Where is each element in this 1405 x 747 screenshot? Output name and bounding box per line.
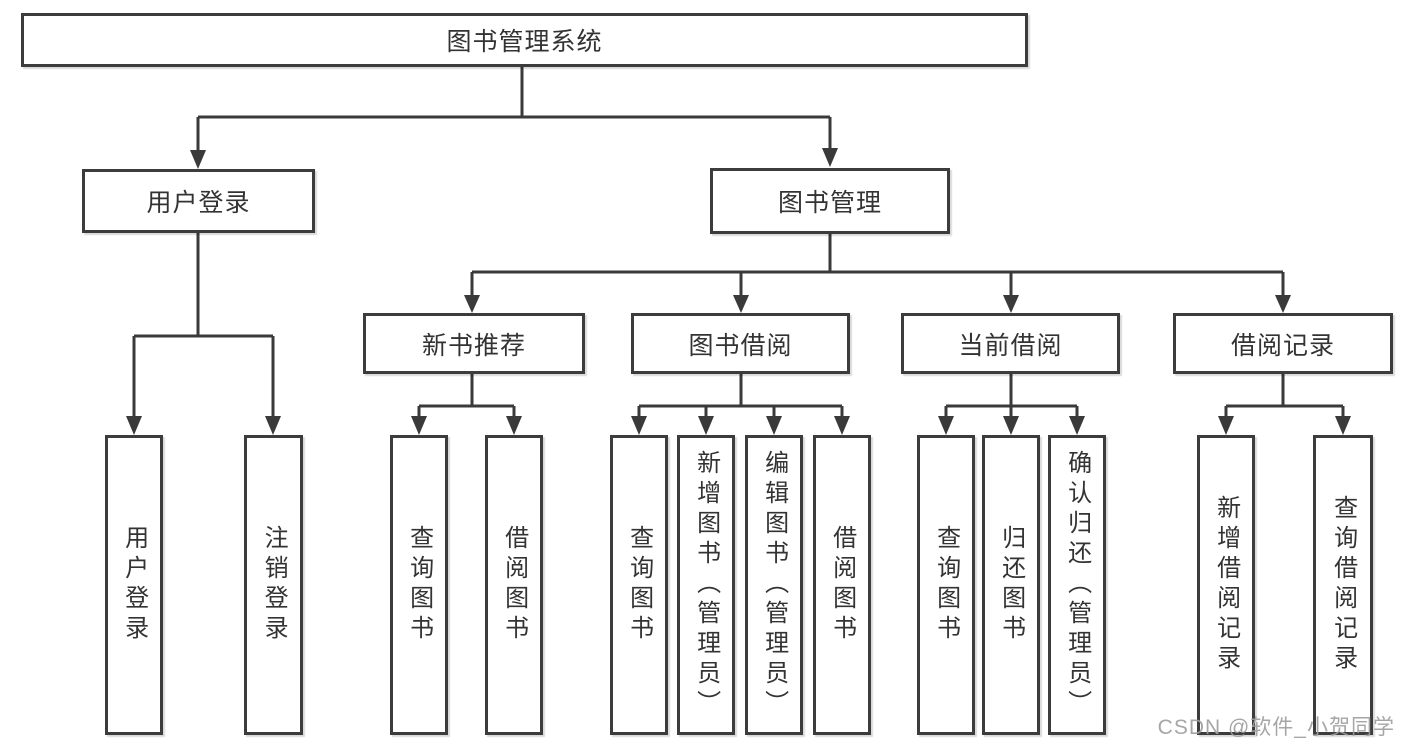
node-current-borrowing-label: 当前借阅	[958, 331, 1063, 360]
leaf-borrow-books: 借阅图书	[813, 435, 871, 735]
node-new-book-recommendation: 新书推荐	[363, 313, 585, 374]
leaf-user-login: 用户登录	[105, 435, 163, 735]
leaf-add-books-admin: 新增图书（管理员）	[677, 435, 735, 735]
leaf-confirm-return-admin: 确认归还（管理员）	[1048, 435, 1106, 735]
leaf-edit-books-admin: 编辑图书（管理员）	[745, 435, 803, 735]
node-user-login: 用户登录	[82, 169, 315, 233]
node-book-management: 图书管理	[710, 168, 950, 234]
tree-edges	[132, 67, 1345, 418]
node-user-login-label: 用户登录	[146, 189, 251, 217]
node-new-book-recommendation-label: 新书推荐	[421, 331, 526, 360]
leaf-query-books-current: 查询图书	[917, 435, 975, 735]
leaf-borrow-books-recommend: 借阅图书	[485, 435, 543, 735]
leaf-query-borrow-record: 查询借阅记录	[1313, 435, 1373, 735]
csdn-watermark: CSDN @软件_小贺同学	[1157, 716, 1395, 739]
node-borrowing-records: 借阅记录	[1173, 313, 1393, 374]
node-book-management-label: 图书管理	[777, 189, 882, 217]
node-root-label: 图书管理系统	[446, 28, 603, 56]
node-book-borrowing: 图书借阅	[631, 313, 850, 374]
node-root: 图书管理系统	[21, 13, 1028, 67]
node-borrowing-records-label: 借阅记录	[1230, 331, 1335, 360]
node-book-borrowing-label: 图书借阅	[688, 331, 793, 360]
node-current-borrowing: 当前借阅	[901, 313, 1120, 374]
leaf-add-borrow-record: 新增借阅记录	[1197, 435, 1255, 735]
leaf-logout: 注销登录	[244, 435, 303, 735]
leaf-return-books: 归还图书	[982, 435, 1040, 735]
leaf-query-books-borrowing: 查询图书	[610, 435, 668, 735]
leaf-query-books-recommend: 查询图书	[390, 435, 448, 735]
arrowhead-icons	[126, 148, 1351, 435]
